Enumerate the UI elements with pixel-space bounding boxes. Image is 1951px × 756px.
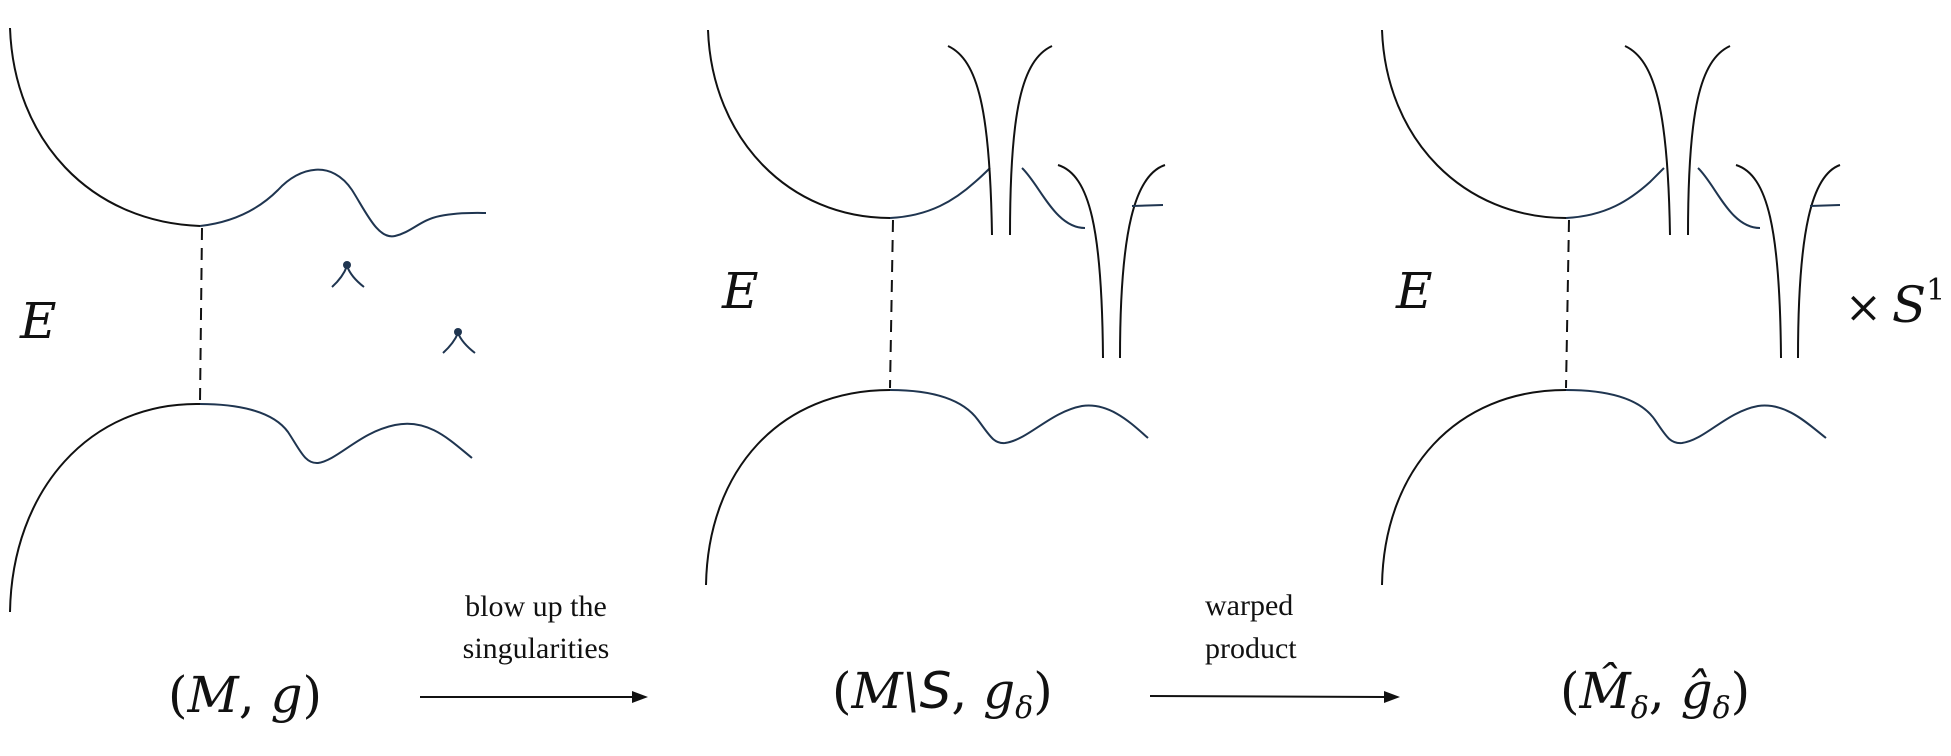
upper-wavy-curve bbox=[1565, 167, 1665, 219]
arrow-head bbox=[632, 691, 648, 703]
panel-warped-product: E ×S1 bbox=[1381, 29, 1945, 586]
wavy-stub bbox=[1809, 204, 1841, 207]
wavy-segment-between bbox=[1697, 167, 1761, 229]
end-region-label: E bbox=[721, 262, 759, 320]
blown-up-end-large-left bbox=[1624, 45, 1671, 236]
arrow-label-line2: product bbox=[1205, 632, 1297, 665]
arrow-shaft bbox=[1149, 695, 1386, 698]
circle-factor-label: ×S1 bbox=[1845, 273, 1945, 334]
arrow-blow-up: blow up the singularities bbox=[420, 590, 648, 703]
panel-original-manifold: E bbox=[9, 27, 487, 613]
caption-manifold-metric: (M, g) bbox=[168, 666, 322, 724]
arrow-label-line2: singularities bbox=[463, 632, 610, 665]
arrow-label-line1: warped bbox=[1205, 589, 1293, 622]
end-region-label: E bbox=[1395, 262, 1433, 320]
neck-dashed-line bbox=[199, 227, 203, 403]
upper-boundary-arc bbox=[9, 27, 201, 227]
blown-up-end-small-left bbox=[1735, 164, 1782, 359]
arrow-label-line1: blow up the bbox=[465, 590, 607, 623]
upper-boundary-arc bbox=[1381, 29, 1567, 219]
lower-wavy-curve bbox=[199, 403, 473, 465]
singular-point-cusp bbox=[331, 261, 365, 288]
lower-boundary-arc bbox=[1381, 389, 1567, 586]
upper-wavy-curve bbox=[199, 168, 487, 238]
panel-blown-up-manifold: E bbox=[705, 29, 1166, 586]
blown-up-end-large-right bbox=[1687, 45, 1731, 236]
end-region-label: E bbox=[19, 292, 57, 350]
neck-dashed-line bbox=[1565, 219, 1570, 389]
blown-up-end-large-right bbox=[1009, 45, 1053, 236]
caption-blown-up-metric: (M\S, gδ) bbox=[832, 662, 1053, 726]
lower-wavy-curve bbox=[889, 389, 1149, 445]
lower-boundary-arc bbox=[705, 389, 891, 586]
lower-wavy-curve bbox=[1565, 389, 1827, 445]
wavy-stub bbox=[1131, 204, 1164, 207]
arrow-warped-product: warped product bbox=[1149, 589, 1400, 703]
caption-warped-product-metric: (M̂δ, ĝδ) bbox=[1560, 661, 1750, 726]
upper-boundary-arc bbox=[707, 29, 891, 219]
blown-up-end-large-left bbox=[947, 45, 993, 236]
neck-dashed-line bbox=[889, 219, 894, 389]
blown-up-end-small-left bbox=[1057, 164, 1104, 359]
blown-up-end-small-right bbox=[1797, 164, 1841, 359]
blown-up-end-small-right bbox=[1119, 164, 1166, 359]
upper-wavy-curve bbox=[889, 167, 991, 219]
arrow-head bbox=[1384, 691, 1400, 703]
wavy-segment-between bbox=[1021, 167, 1086, 229]
lower-boundary-arc bbox=[9, 402, 201, 613]
singular-point-cusp bbox=[442, 328, 476, 354]
